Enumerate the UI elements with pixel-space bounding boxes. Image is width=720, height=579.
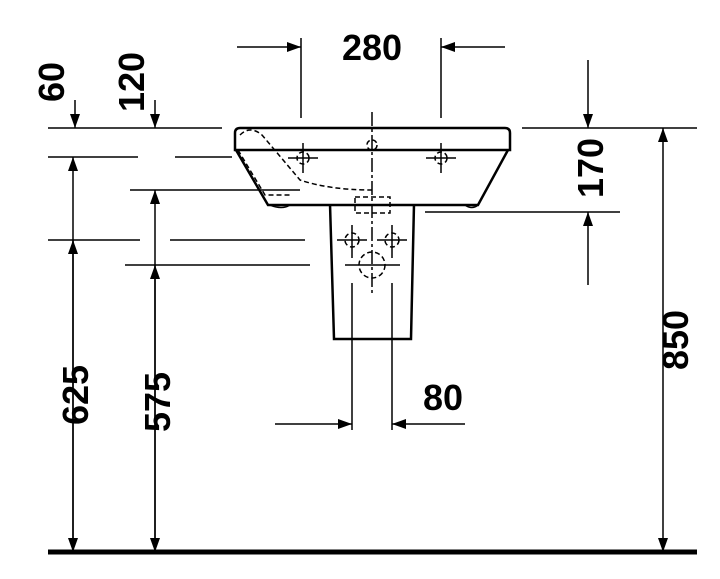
dim-60: 60 bbox=[31, 62, 72, 102]
washbasin bbox=[233, 126, 512, 214]
holes-and-centerline bbox=[288, 112, 456, 295]
dim-280: 280 bbox=[342, 27, 402, 68]
dim-120: 120 bbox=[111, 52, 152, 112]
dim-625: 625 bbox=[55, 365, 96, 425]
dimension-arrows bbox=[68, 42, 668, 552]
dim-80: 80 bbox=[423, 377, 463, 418]
dim-850: 850 bbox=[655, 310, 696, 370]
pedestal bbox=[328, 203, 416, 430]
dim-170: 170 bbox=[570, 138, 611, 198]
dim-575: 575 bbox=[137, 372, 178, 432]
